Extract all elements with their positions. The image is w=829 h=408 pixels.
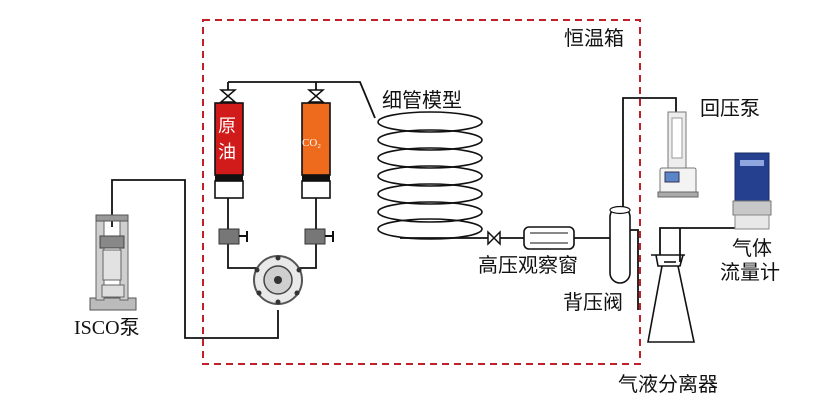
thermostat-box bbox=[202, 19, 641, 365]
label-crude-oil-1: 原 bbox=[218, 116, 236, 137]
gas-flowmeter-icon bbox=[732, 152, 772, 230]
six-port-valve-icon bbox=[253, 255, 303, 305]
label-gas-flowmeter-1: 气体 bbox=[732, 236, 772, 260]
label-capillary-model: 细管模型 bbox=[382, 88, 462, 112]
gas-liquid-separator bbox=[647, 254, 695, 343]
back-pressure-pump-icon bbox=[657, 111, 699, 198]
isco-pump-icon bbox=[89, 214, 137, 311]
label-thermostat: 恒温箱 bbox=[564, 26, 624, 50]
co2-cylinder bbox=[301, 102, 331, 199]
label-isco-pump: ISCO泵 bbox=[74, 317, 140, 339]
label-gas-flowmeter-2: 流量计 bbox=[720, 260, 780, 284]
high-pressure-window bbox=[523, 226, 575, 250]
valve-block-icon bbox=[218, 228, 334, 245]
check-valve-icon bbox=[487, 230, 501, 246]
label-hp-window: 高压观察窗 bbox=[478, 253, 578, 277]
capillary-coil bbox=[377, 111, 483, 240]
back-pressure-valve bbox=[609, 205, 631, 284]
piping bbox=[111, 81, 735, 339]
label-back-pressure-pump: 回压泵 bbox=[700, 96, 760, 120]
label-crude-oil-2: 油 bbox=[218, 142, 236, 163]
valve-icon bbox=[218, 89, 326, 103]
label-co2: CO₂ bbox=[302, 137, 322, 149]
label-separator: 气液分离器 bbox=[618, 372, 718, 396]
oil-cylinder bbox=[214, 102, 244, 199]
label-bp-valve: 背压阀 bbox=[563, 290, 623, 314]
